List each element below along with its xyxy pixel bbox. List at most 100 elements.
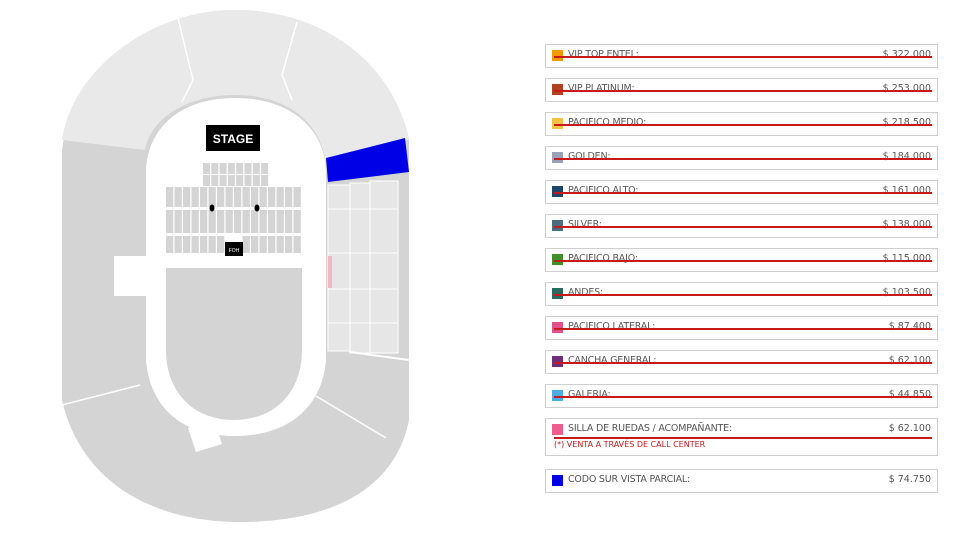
legend-row[interactable]: CANCHA GENERAL:$ 62.100 bbox=[545, 350, 938, 374]
legend-label: SILLA DE RUEDAS / ACOMPAÑANTE: bbox=[568, 423, 732, 434]
seat-block[interactable] bbox=[200, 210, 208, 233]
seat-block[interactable] bbox=[183, 236, 191, 253]
legend-row[interactable]: CODO SUR VISTA PARCIAL:$ 74.750 bbox=[545, 469, 938, 493]
seat-block[interactable] bbox=[211, 175, 219, 186]
seat-block[interactable] bbox=[217, 210, 225, 233]
seat-block[interactable] bbox=[285, 210, 293, 233]
section-vip-grid[interactable] bbox=[166, 163, 301, 253]
legend-row[interactable]: GOLDEN:$ 184.000 bbox=[545, 146, 938, 170]
seat-block[interactable] bbox=[276, 187, 284, 207]
seat-block[interactable] bbox=[268, 187, 276, 207]
legend-row[interactable]: PACIFICO ALTO:$ 161.000 bbox=[545, 180, 938, 204]
seat-block[interactable] bbox=[252, 175, 260, 186]
legend-price: $ 218.500 bbox=[882, 117, 931, 128]
legend-row[interactable]: PACIFICO MEDIO:$ 218.500 bbox=[545, 112, 938, 136]
legend-row[interactable]: SILVER:$ 138.000 bbox=[545, 214, 938, 238]
color-swatch bbox=[552, 118, 563, 129]
legend-row[interactable]: ANDES:$ 103.500 bbox=[545, 282, 938, 306]
seat-block[interactable] bbox=[242, 236, 250, 253]
seat-block[interactable] bbox=[293, 187, 301, 207]
seat-block[interactable] bbox=[236, 175, 244, 186]
seat-block[interactable] bbox=[276, 236, 284, 253]
legend-row[interactable]: VIP PLATINUM:$ 253.000 bbox=[545, 78, 938, 102]
section-north-upper[interactable] bbox=[62, 10, 409, 163]
seat-block[interactable] bbox=[225, 187, 233, 207]
seat-block[interactable] bbox=[208, 187, 216, 207]
color-swatch bbox=[552, 475, 563, 486]
seat-block[interactable] bbox=[259, 236, 267, 253]
seat-block[interactable] bbox=[234, 187, 242, 207]
legend-row[interactable]: VIP TOP ENTEL:$ 322.000 bbox=[545, 44, 938, 68]
seat-block[interactable] bbox=[191, 187, 199, 207]
legend-label: ANDES: bbox=[568, 287, 603, 298]
seat-block[interactable] bbox=[200, 187, 208, 207]
legend-note: (*) VENTA A TRAVÉS DE CALL CENTER bbox=[554, 440, 706, 449]
seat-block[interactable] bbox=[217, 236, 225, 253]
seat-block[interactable] bbox=[242, 210, 250, 233]
color-swatch bbox=[552, 322, 563, 333]
seat-block[interactable] bbox=[227, 163, 235, 174]
section-cancha-general[interactable] bbox=[166, 268, 302, 420]
legend-price: $ 87.400 bbox=[888, 321, 931, 332]
seat-block[interactable] bbox=[203, 163, 210, 174]
seat-block[interactable] bbox=[166, 210, 174, 233]
seat-block[interactable] bbox=[259, 210, 267, 233]
seat-block[interactable] bbox=[219, 163, 227, 174]
seat-block[interactable] bbox=[251, 210, 259, 233]
seat-block[interactable] bbox=[244, 175, 252, 186]
seat-block[interactable] bbox=[225, 210, 233, 233]
seat-block[interactable] bbox=[191, 236, 199, 253]
seat-block[interactable] bbox=[211, 163, 219, 174]
seat-block[interactable] bbox=[208, 210, 216, 233]
legend-row[interactable]: PACIFICO LATERAL:$ 87.400 bbox=[545, 316, 938, 340]
seat-block[interactable] bbox=[268, 236, 276, 253]
color-swatch bbox=[552, 152, 563, 163]
seat-block[interactable] bbox=[191, 210, 199, 233]
sold-out-strike bbox=[554, 158, 932, 160]
seat-block[interactable] bbox=[276, 210, 284, 233]
seat-block[interactable] bbox=[261, 163, 269, 174]
sold-out-strike bbox=[554, 90, 932, 92]
color-swatch bbox=[552, 424, 563, 435]
section-east-stand[interactable] bbox=[327, 180, 399, 354]
seat-block[interactable] bbox=[268, 210, 276, 233]
seat-block[interactable] bbox=[236, 163, 244, 174]
seat-block[interactable] bbox=[166, 236, 174, 253]
seat-block[interactable] bbox=[166, 187, 174, 207]
seat-block[interactable] bbox=[208, 236, 216, 253]
legend-row[interactable]: GALERIA:$ 44.850 bbox=[545, 384, 938, 408]
seat-block[interactable] bbox=[242, 187, 250, 207]
seat-block[interactable] bbox=[234, 210, 242, 233]
legend-row[interactable]: SILLA DE RUEDAS / ACOMPAÑANTE:$ 62.100(*… bbox=[545, 418, 938, 456]
legend-price: $ 253.000 bbox=[882, 83, 931, 94]
seat-block[interactable] bbox=[174, 187, 182, 207]
seat-block[interactable] bbox=[227, 175, 235, 186]
seat-block[interactable] bbox=[251, 236, 259, 253]
seat-block[interactable] bbox=[200, 236, 208, 253]
seat-block[interactable] bbox=[203, 175, 210, 186]
seat-block[interactable] bbox=[261, 175, 269, 186]
legend-price: $ 44.850 bbox=[888, 389, 931, 400]
seat-block[interactable] bbox=[183, 187, 191, 207]
legend-label: CANCHA GENERAL: bbox=[568, 355, 657, 366]
sold-out-strike bbox=[554, 260, 932, 262]
seat-block[interactable] bbox=[285, 236, 293, 253]
seat-block[interactable] bbox=[183, 210, 191, 233]
seat-block[interactable] bbox=[251, 187, 259, 207]
seat-block[interactable] bbox=[174, 210, 182, 233]
seat-block[interactable] bbox=[217, 187, 225, 207]
seat-block[interactable] bbox=[244, 163, 252, 174]
seat-block[interactable] bbox=[293, 210, 301, 233]
seat-block[interactable] bbox=[259, 187, 267, 207]
sold-out-strike bbox=[554, 124, 932, 126]
seat-block[interactable] bbox=[219, 175, 227, 186]
color-swatch bbox=[552, 356, 563, 367]
section-codo-sur[interactable] bbox=[326, 138, 409, 182]
seat-block[interactable] bbox=[174, 236, 182, 253]
legend-row[interactable]: PACIFICO BAJO:$ 115.000 bbox=[545, 248, 938, 272]
legend-price: $ 322.000 bbox=[882, 49, 931, 60]
seat-block[interactable] bbox=[252, 163, 260, 174]
section-wheelchair[interactable] bbox=[328, 256, 332, 288]
seat-block[interactable] bbox=[293, 236, 301, 253]
seat-block[interactable] bbox=[285, 187, 293, 207]
